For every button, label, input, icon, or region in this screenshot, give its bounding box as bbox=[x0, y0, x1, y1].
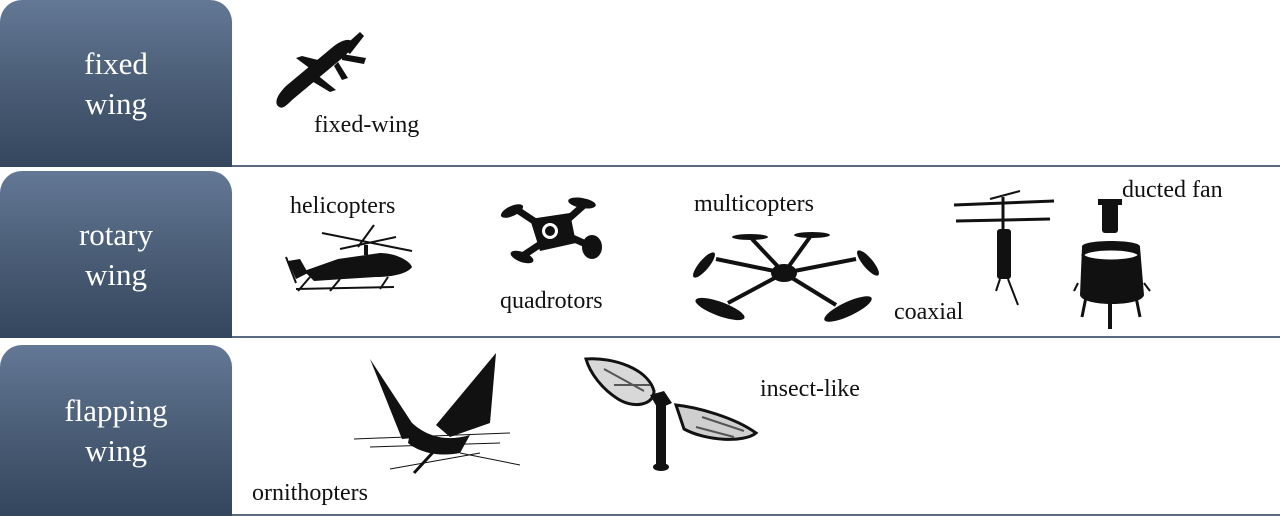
category-flapping-wing-text: flapping wing bbox=[64, 391, 167, 471]
label-coaxial: coaxial bbox=[894, 299, 964, 325]
coaxial-rotor-icon bbox=[953, 190, 1055, 306]
category-fixed-wing: fixed wing bbox=[0, 0, 232, 167]
row-separator bbox=[232, 165, 1280, 167]
insect-like-icon bbox=[584, 357, 759, 471]
label-insect-like: insect-like bbox=[760, 376, 860, 402]
label-helicopters: helicopters bbox=[290, 193, 396, 219]
category-rotary-wing: rotary wing bbox=[0, 171, 232, 338]
ornithopter-icon bbox=[353, 353, 521, 475]
category-fixed-wing-text: fixed wing bbox=[84, 44, 148, 124]
multicopter-icon bbox=[693, 232, 879, 322]
category-rotary-wing-text: rotary wing bbox=[79, 215, 153, 295]
row-separator bbox=[232, 336, 1280, 338]
label-quadrotors: quadrotors bbox=[500, 288, 603, 314]
category-rotary-wing-line2: wing bbox=[85, 256, 147, 292]
label-multicopters: multicopters bbox=[694, 191, 814, 217]
category-fixed-wing-line2: wing bbox=[84, 85, 147, 121]
category-flapping-wing: flapping wing bbox=[0, 345, 232, 516]
label-ducted-fan: ducted fan bbox=[1122, 177, 1223, 203]
category-flapping-wing-line2: wing bbox=[85, 432, 147, 468]
label-fixed-wing: fixed-wing bbox=[314, 112, 420, 138]
label-ornithopters: ornithopters bbox=[252, 480, 368, 506]
category-fixed-wing-line1: fixed bbox=[84, 45, 148, 81]
row-rotary-wing: rotary wing helicopters bbox=[0, 171, 1280, 338]
helicopter-icon bbox=[285, 224, 413, 292]
category-rotary-wing-line1: rotary bbox=[78, 216, 154, 252]
ducted-fan-icon bbox=[1073, 199, 1151, 329]
fixed-wing-aircraft-icon bbox=[276, 32, 366, 108]
row-separator bbox=[232, 514, 1280, 516]
category-flapping-wing-line1: flapping bbox=[64, 392, 168, 428]
row-fixed-wing: fixed wing fixed-wing bbox=[0, 0, 1280, 167]
row-flapping-wing: flapping wing ornithopters insect-like bbox=[0, 345, 1280, 516]
quadrotor-icon bbox=[500, 197, 602, 264]
